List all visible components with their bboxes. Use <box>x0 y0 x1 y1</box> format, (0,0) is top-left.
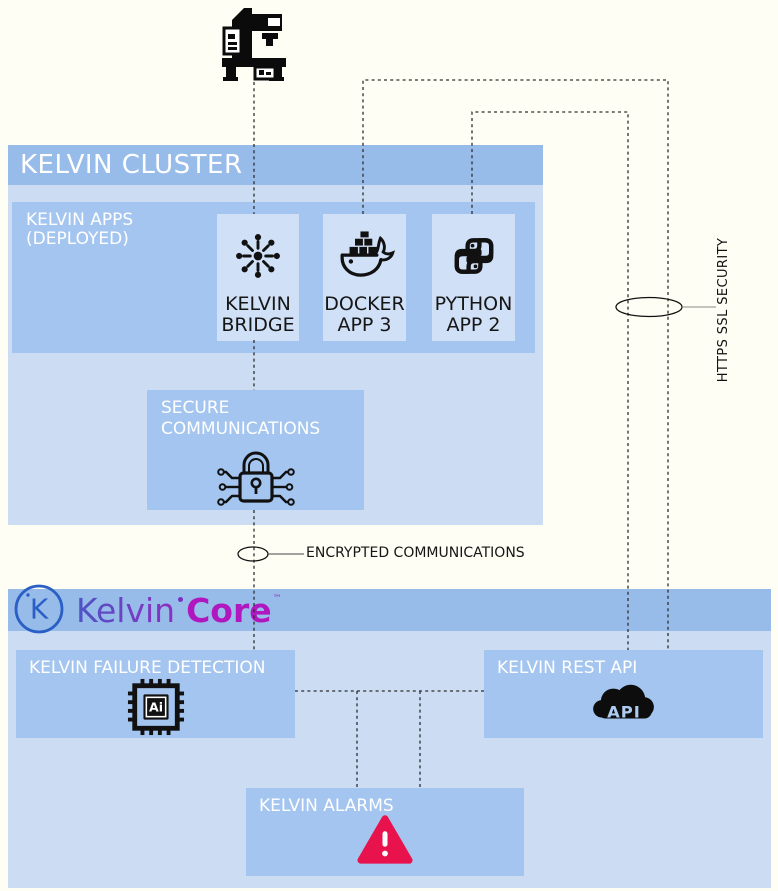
docker-whale-icon <box>335 218 395 294</box>
brand-core: Core <box>186 590 272 630</box>
python-icon <box>446 218 502 294</box>
cloud-label: API <box>607 703 641 722</box>
node-label: PYTHON APP 2 <box>434 293 513 336</box>
hub-icon <box>229 218 287 294</box>
node-docker-app-3: DOCKER APP 3 <box>323 214 406 341</box>
cluster-title: KELVIN CLUSTER <box>20 150 243 180</box>
secure-comms-title: SECURE COMMUNICATIONS <box>161 398 321 439</box>
node-label: DOCKER APP 3 <box>324 293 405 336</box>
brand-kelvin: Kelvin <box>76 590 176 630</box>
deployed-apps-group: KELVIN APPS (DEPLOYED) <box>12 202 535 353</box>
node-kelvin-bridge: KELVIN BRIDGE <box>217 214 299 341</box>
ai-chip-icon: Ai <box>127 678 184 736</box>
node-secure-communications: SECURE COMMUNICATIONS <box>147 390 364 510</box>
industrial-machine-icon <box>222 8 286 81</box>
encrypted-communications-label: ENCRYPTED COMMUNICATIONS <box>306 545 525 561</box>
encrypted-ellipse-marker <box>237 546 269 562</box>
rest-api-title: KELVIN REST API <box>497 658 638 678</box>
brand-dot <box>178 596 184 602</box>
failure-detection-title: KELVIN FAILURE DETECTION <box>29 658 266 678</box>
https-ellipse-marker <box>615 296 683 318</box>
node-kelvin-alarms: KELVIN ALARMS <box>246 788 524 876</box>
https-ssl-security-label: HTTPS SSL SECURITY <box>716 237 731 383</box>
node-label: KELVIN BRIDGE <box>221 293 295 336</box>
node-kelvin-failure-detection: KELVIN FAILURE DETECTION Ai <box>16 650 295 738</box>
node-python-app-2: PYTHON APP 2 <box>432 214 515 341</box>
logo-letter: K <box>30 593 49 626</box>
trademark-symbol: ™ <box>272 594 282 604</box>
node-kelvin-rest-api: KELVIN REST API API <box>484 650 763 738</box>
kelvin-core-wordmark: Kelvin Core ™ <box>76 589 282 631</box>
warning-triangle-icon <box>357 815 413 864</box>
apps-group-title: KELVIN APPS (DEPLOYED) <box>26 210 134 249</box>
circuit-lock-icon <box>216 451 295 506</box>
cluster-title-band: KELVIN CLUSTER <box>8 145 543 185</box>
kelvin-logo-icon: K <box>14 584 64 634</box>
api-cloud-icon: API <box>592 684 654 722</box>
alarms-title: KELVIN ALARMS <box>259 796 394 816</box>
chip-label: Ai <box>148 699 162 714</box>
